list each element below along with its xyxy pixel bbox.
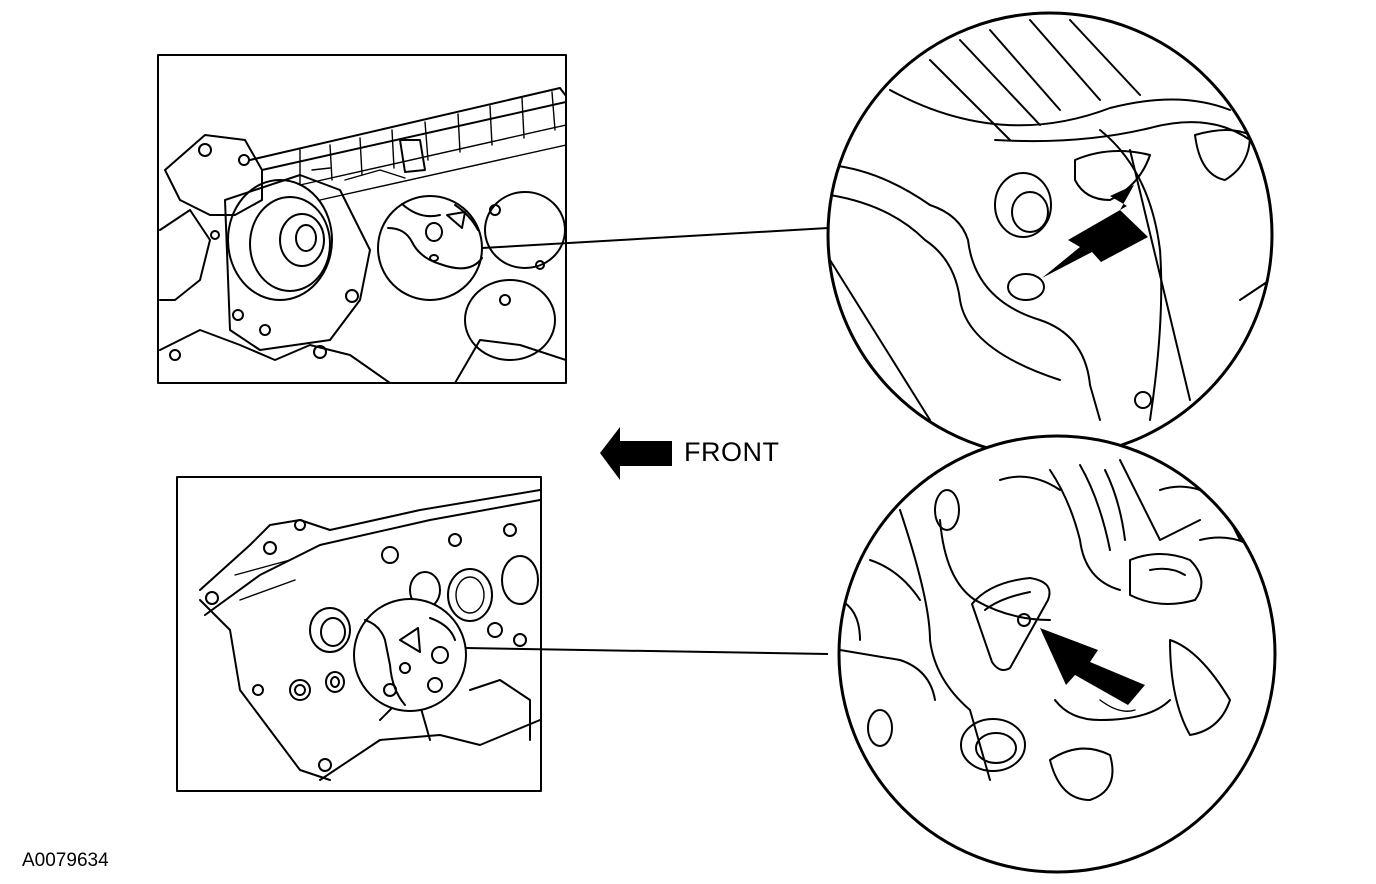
left-arrow-icon	[600, 427, 672, 480]
block-detail-callout	[826, 11, 1274, 459]
callout-leader-bottom	[465, 647, 829, 655]
figure-id: A0079634	[22, 850, 109, 871]
callout-leader-top	[481, 227, 829, 249]
front-direction-label: FRONT	[684, 437, 780, 467]
engine-block-view	[157, 54, 567, 384]
cylinder-head-view	[176, 476, 542, 792]
pointer-arrow-icon	[1040, 628, 1145, 705]
pointer-arrow-icon	[1042, 185, 1148, 278]
head-detail-callout	[837, 434, 1277, 874]
